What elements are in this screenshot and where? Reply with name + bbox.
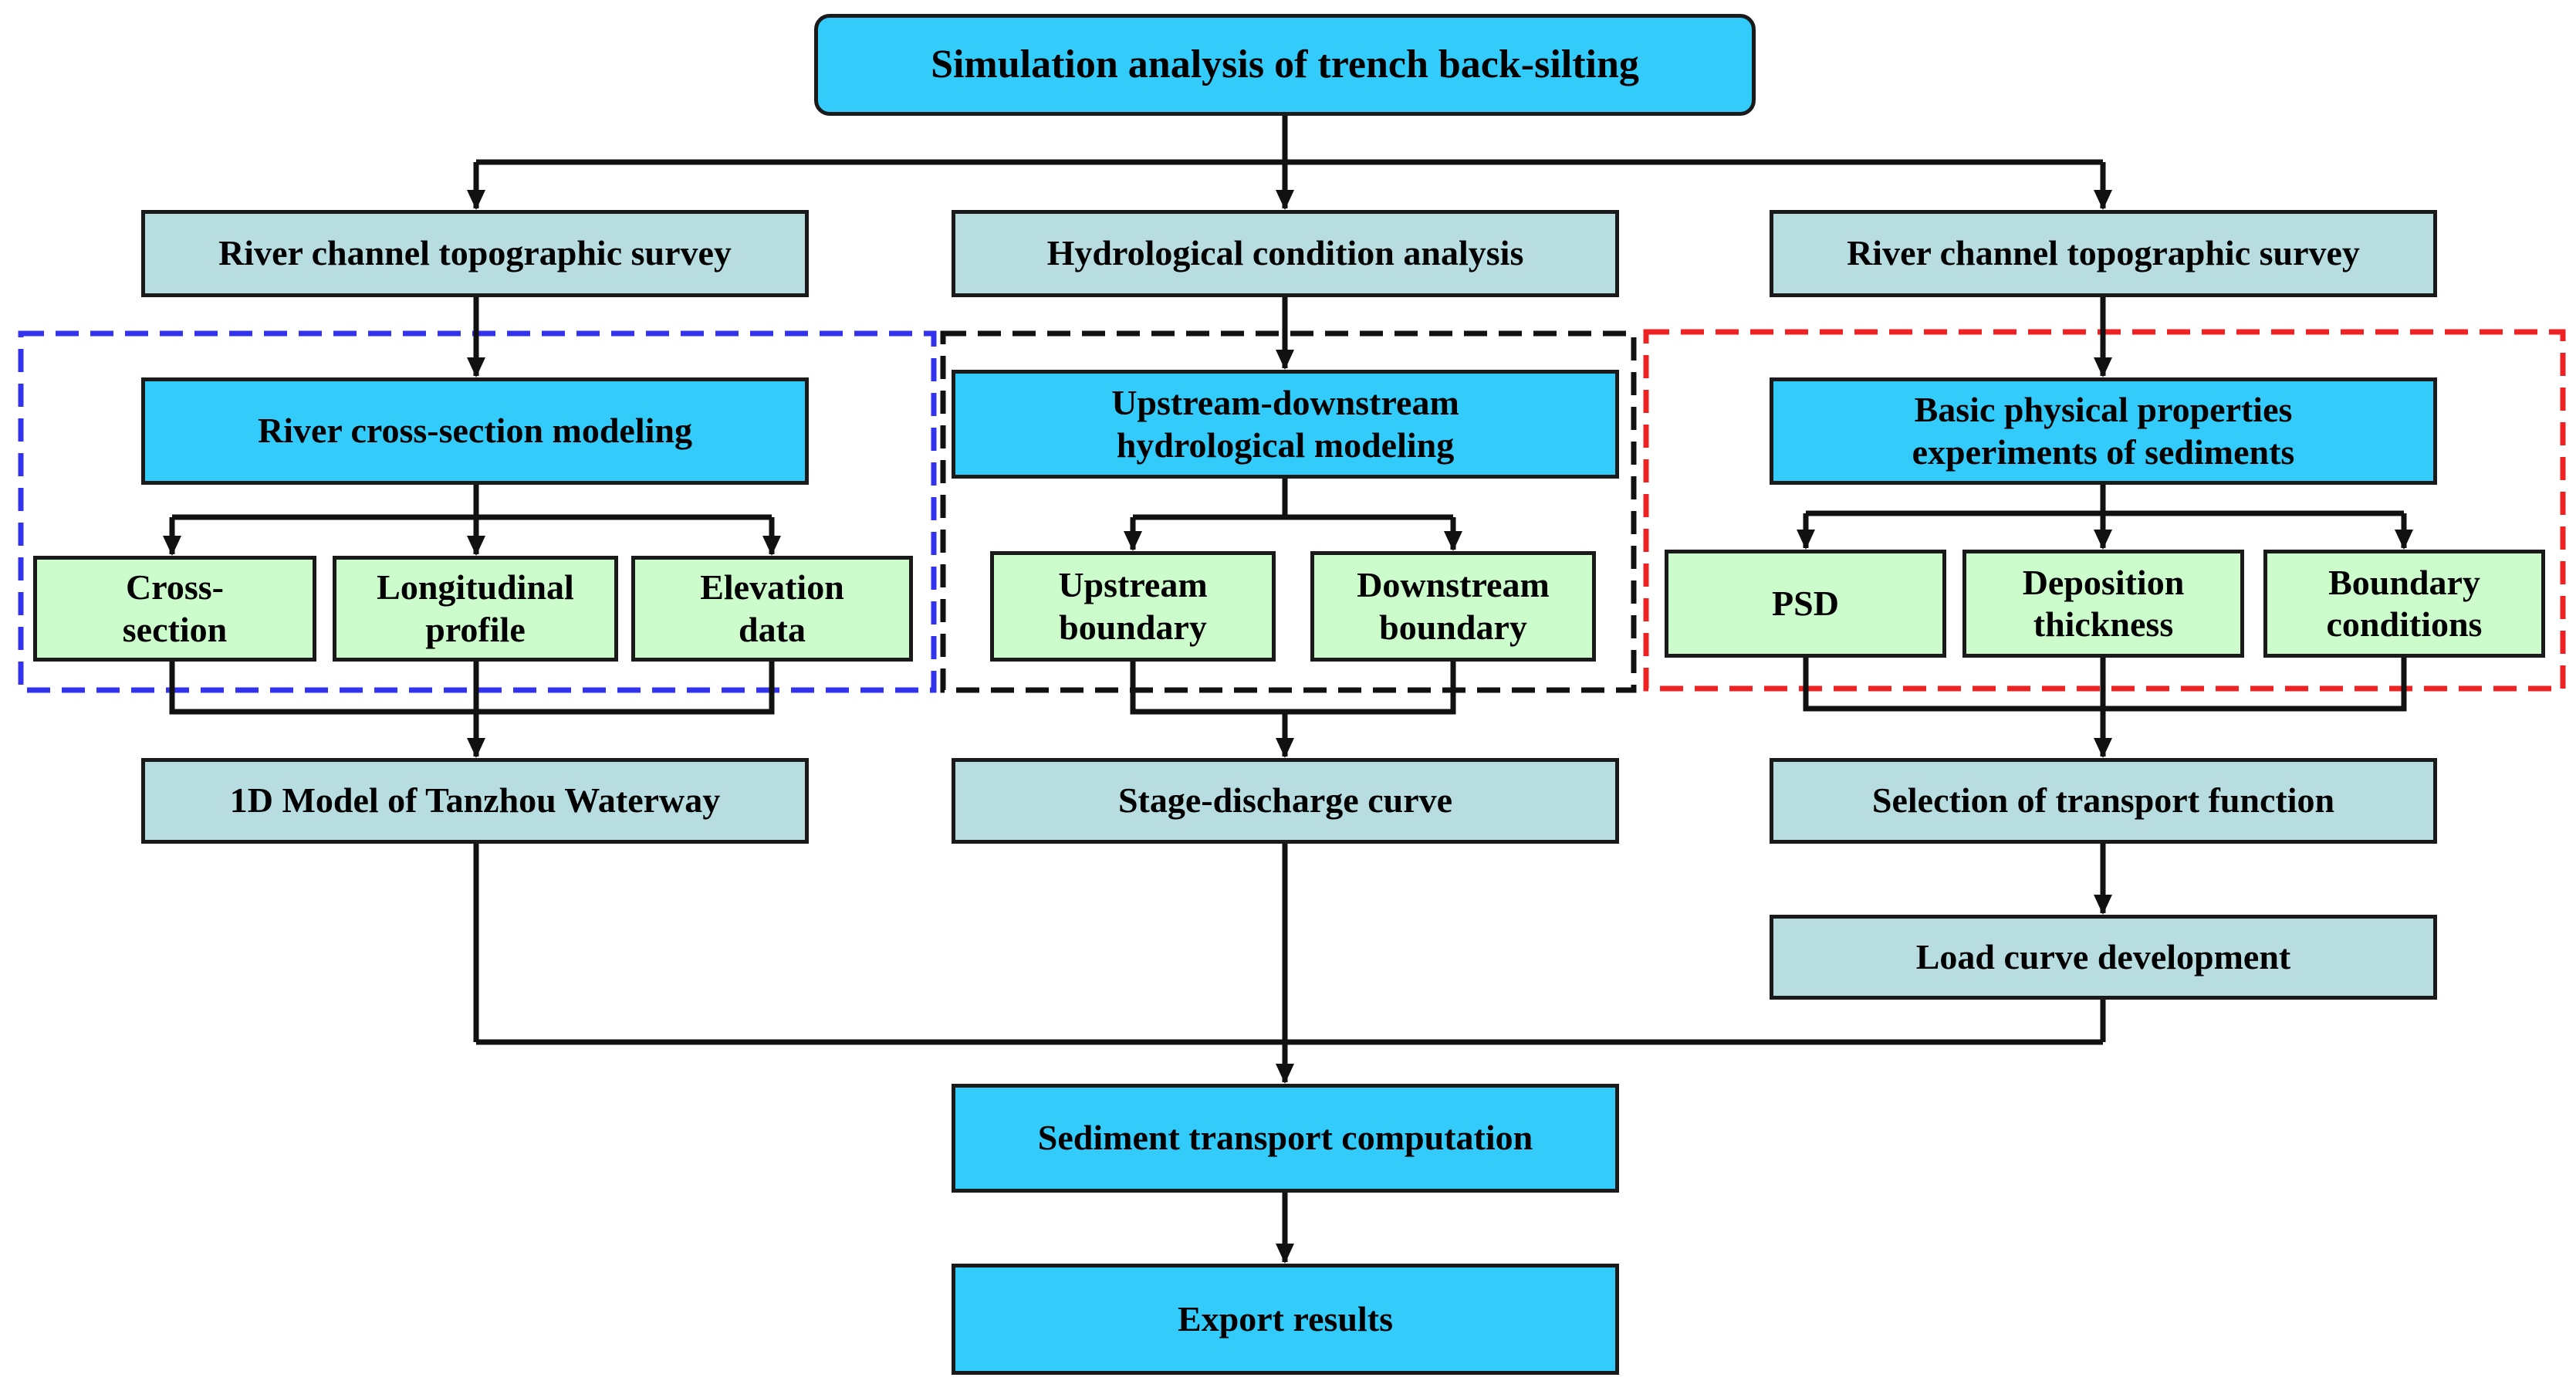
export-results-box: Export results bbox=[952, 1264, 1619, 1375]
title-box: Simulation analysis of trench back-silti… bbox=[814, 14, 1756, 116]
middle-leaf-downstream-boundary: Downstream boundary bbox=[1310, 551, 1596, 662]
left-output-box: 1D Model of Tanzhou Waterway bbox=[141, 758, 809, 844]
right-model-box: Basic physical properties experiments of… bbox=[1770, 377, 2437, 485]
right-header-box: River channel topographic survey bbox=[1770, 210, 2437, 297]
left-leaf-elevation-data: Elevation data bbox=[631, 556, 913, 662]
right-output2-box: Load curve development bbox=[1770, 915, 2437, 1000]
middle-leaf-upstream-boundary: Upstream boundary bbox=[990, 551, 1276, 662]
middle-output-box: Stage-discharge curve bbox=[952, 758, 1619, 844]
connector-middle-merge bbox=[1130, 662, 1456, 715]
right-leaf-deposition-thickness: Deposition thickness bbox=[1962, 550, 2244, 658]
left-model-box: River cross-section modeling bbox=[141, 377, 809, 485]
right-leaf-psd: PSD bbox=[1665, 550, 1946, 658]
group-frame-middle bbox=[940, 330, 1637, 693]
right-leaf-boundary-conditions: Boundary conditions bbox=[2263, 550, 2545, 658]
left-leaf-longitudinal-profile: Longitudinal profile bbox=[333, 556, 618, 662]
left-leaf-cross-section: Cross- section bbox=[33, 556, 316, 662]
right-output-box: Selection of transport function bbox=[1770, 758, 2437, 844]
computation-box: Sediment transport computation bbox=[952, 1084, 1619, 1193]
connector-left-merge bbox=[169, 662, 775, 715]
left-header-box: River channel topographic survey bbox=[141, 210, 809, 297]
middle-header-box: Hydrological condition analysis bbox=[952, 210, 1619, 297]
middle-model-box: Upstream-downstream hydrological modelin… bbox=[952, 370, 1619, 479]
